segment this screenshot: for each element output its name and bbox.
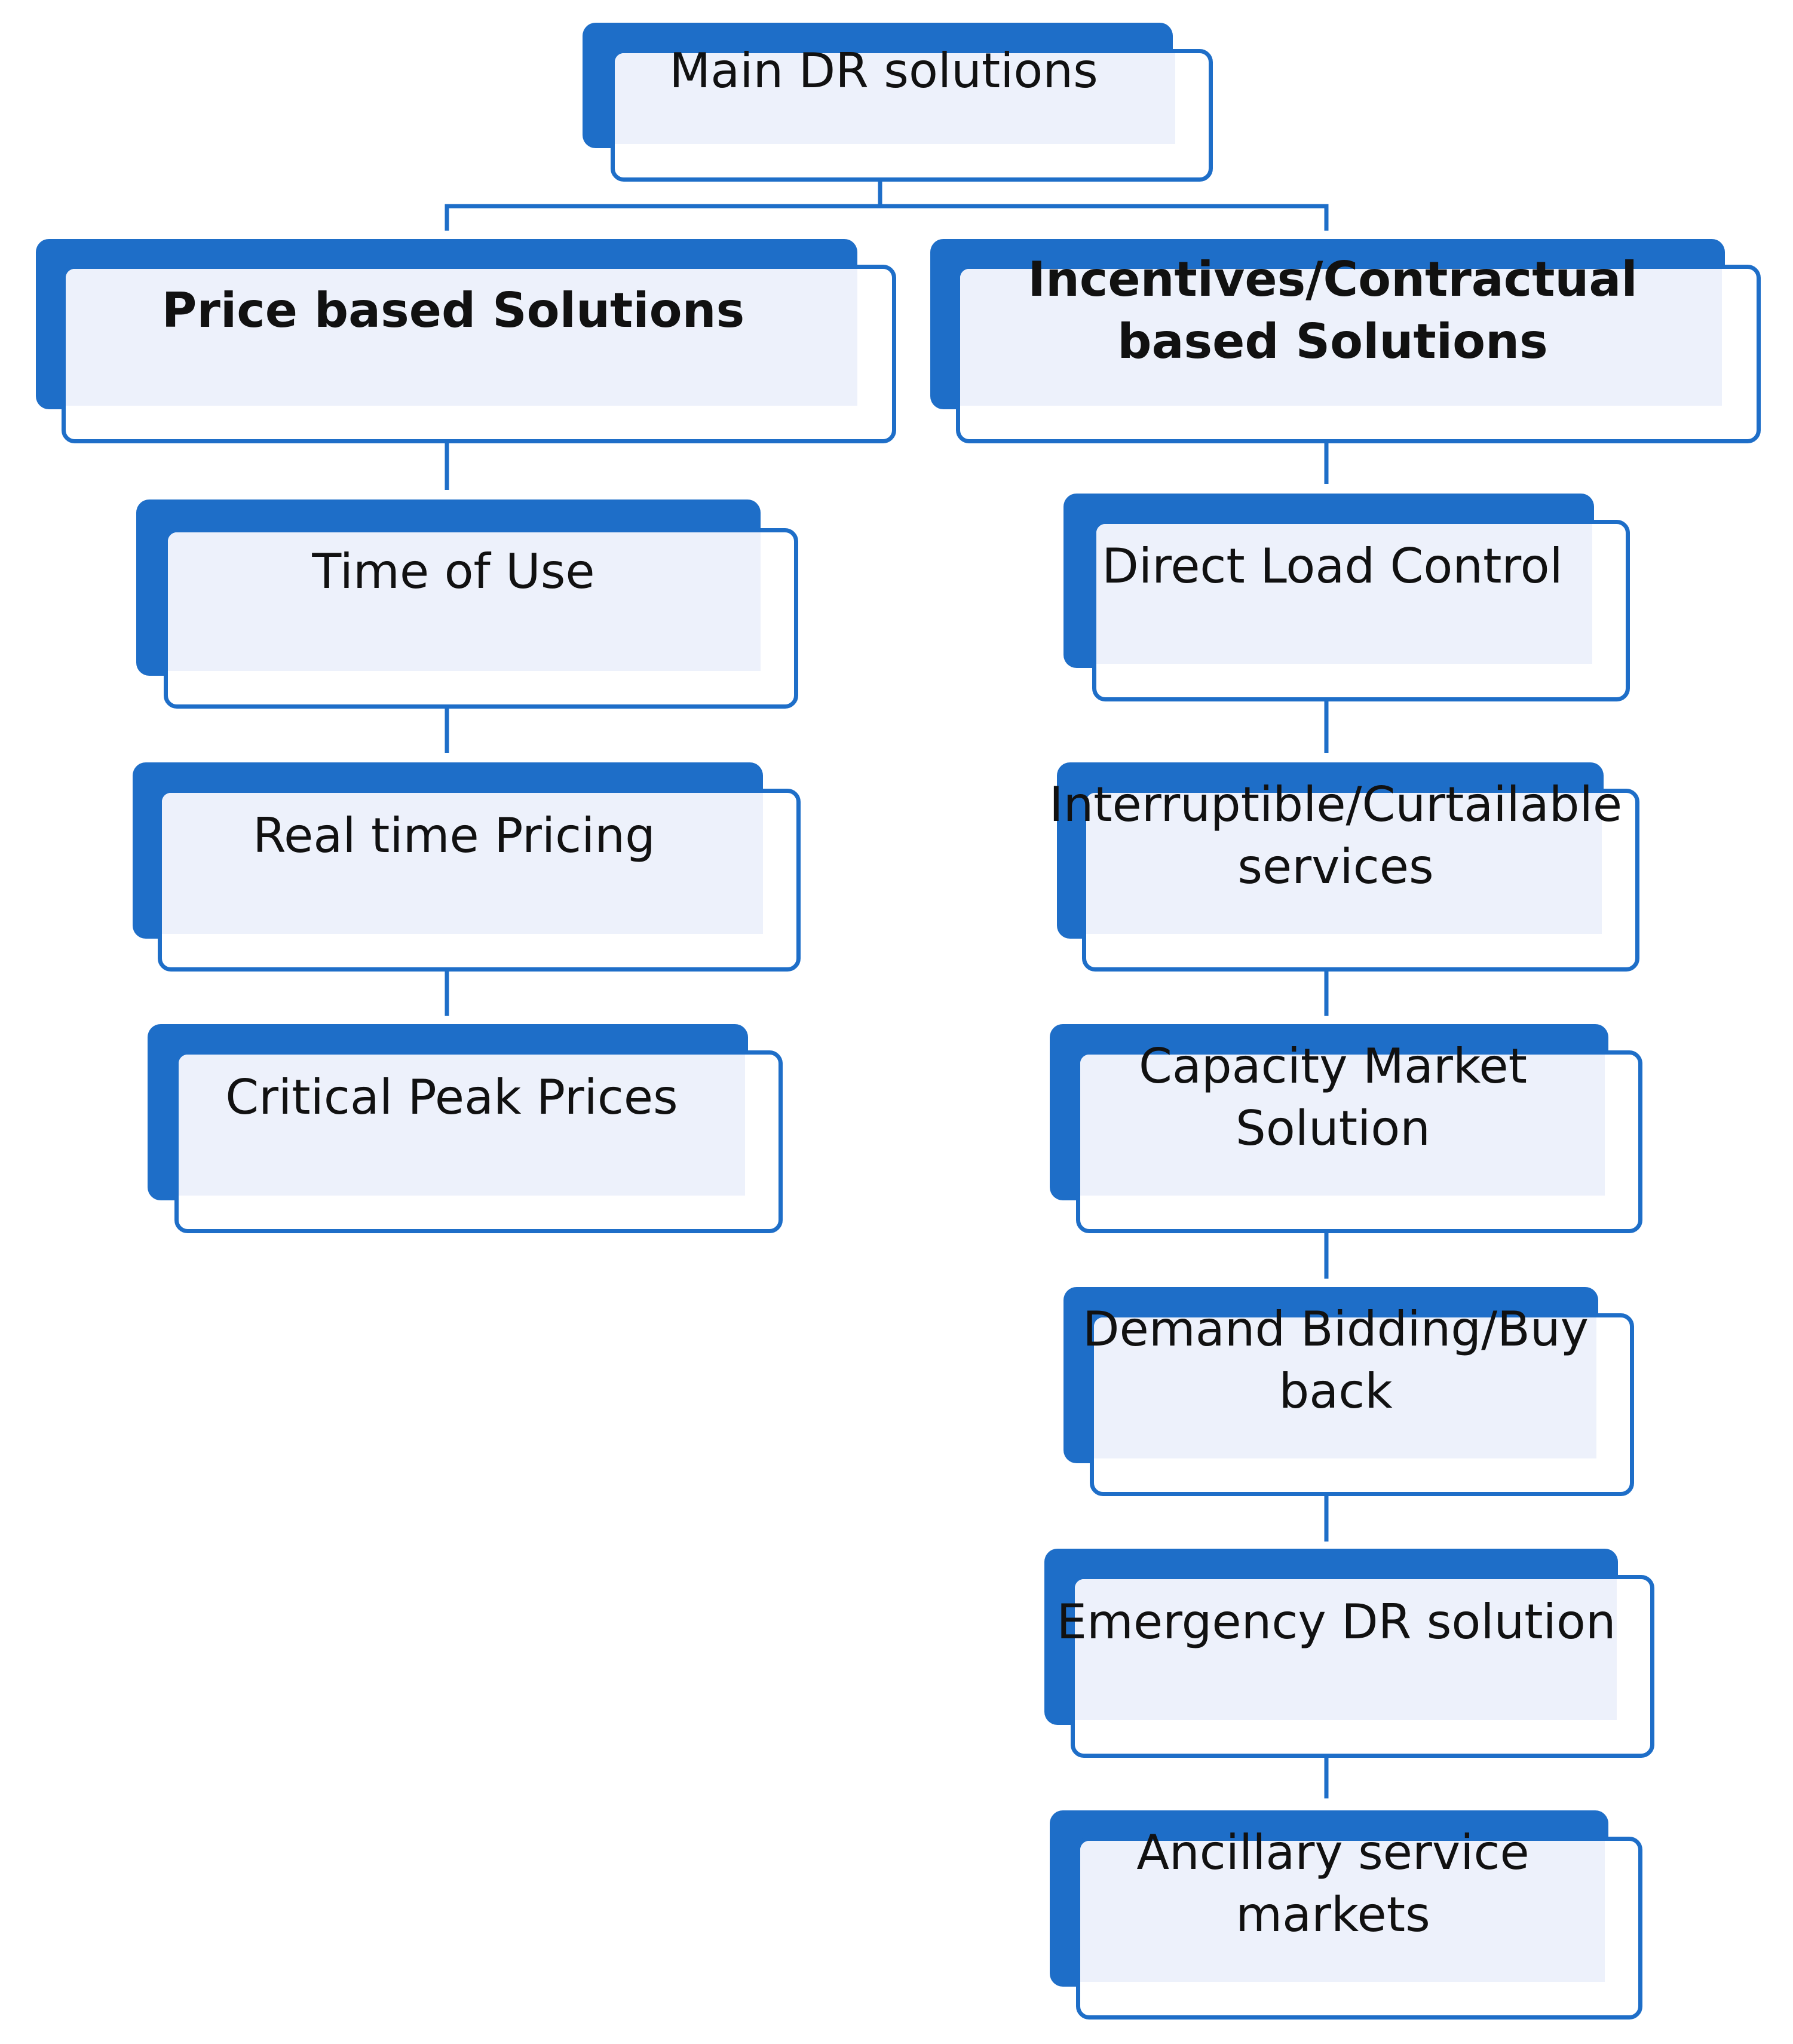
incentive-child-node: Capacity Market Solution — [1050, 1024, 1642, 1233]
incentive-based-node: Incentives/Contractual based Solutions — [930, 239, 1761, 443]
price-based-node-label: Price based Solutions — [161, 282, 745, 338]
incentive-child-label: Emergency DR solution — [1056, 1594, 1616, 1650]
root-node: Main DR solutions — [583, 23, 1213, 182]
price-child-node: Critical Peak Prices — [148, 1024, 783, 1233]
root-node-label: Main DR solutions — [669, 43, 1098, 99]
price-child-label: Critical Peak Prices — [225, 1070, 678, 1125]
incentive-child-label: Capacity Market Solution — [1138, 1038, 1528, 1156]
price-child-node: Real time Pricing — [133, 762, 801, 972]
incentive-child-node: Interruptible/Curtailable services — [1049, 762, 1639, 972]
incentive-based-node-label: Incentives/Contractual based Solutions — [1028, 251, 1638, 369]
price-child-label: Real time Pricing — [253, 808, 655, 863]
incentive-child-label: Direct Load Control — [1102, 538, 1563, 594]
incentive-child-label: Ancillary service markets — [1136, 1825, 1530, 1942]
price-based-node: Price based Solutions — [36, 239, 896, 443]
incentive-child-label: Interruptible/Curtailable services — [1049, 777, 1623, 894]
incentive-child-node: Ancillary service markets — [1050, 1810, 1642, 2020]
incentive-child-node: Direct Load Control — [1063, 494, 1630, 701]
incentive-child-label: Demand Bidding/Buy back — [1083, 1301, 1589, 1419]
price-child-label: Time of Use — [312, 544, 595, 599]
price-child-node: Time of Use — [136, 499, 798, 709]
incentive-child-node: Emergency DR solution — [1044, 1549, 1654, 1758]
incentive-child-node: Demand Bidding/Buy back — [1063, 1287, 1634, 1496]
